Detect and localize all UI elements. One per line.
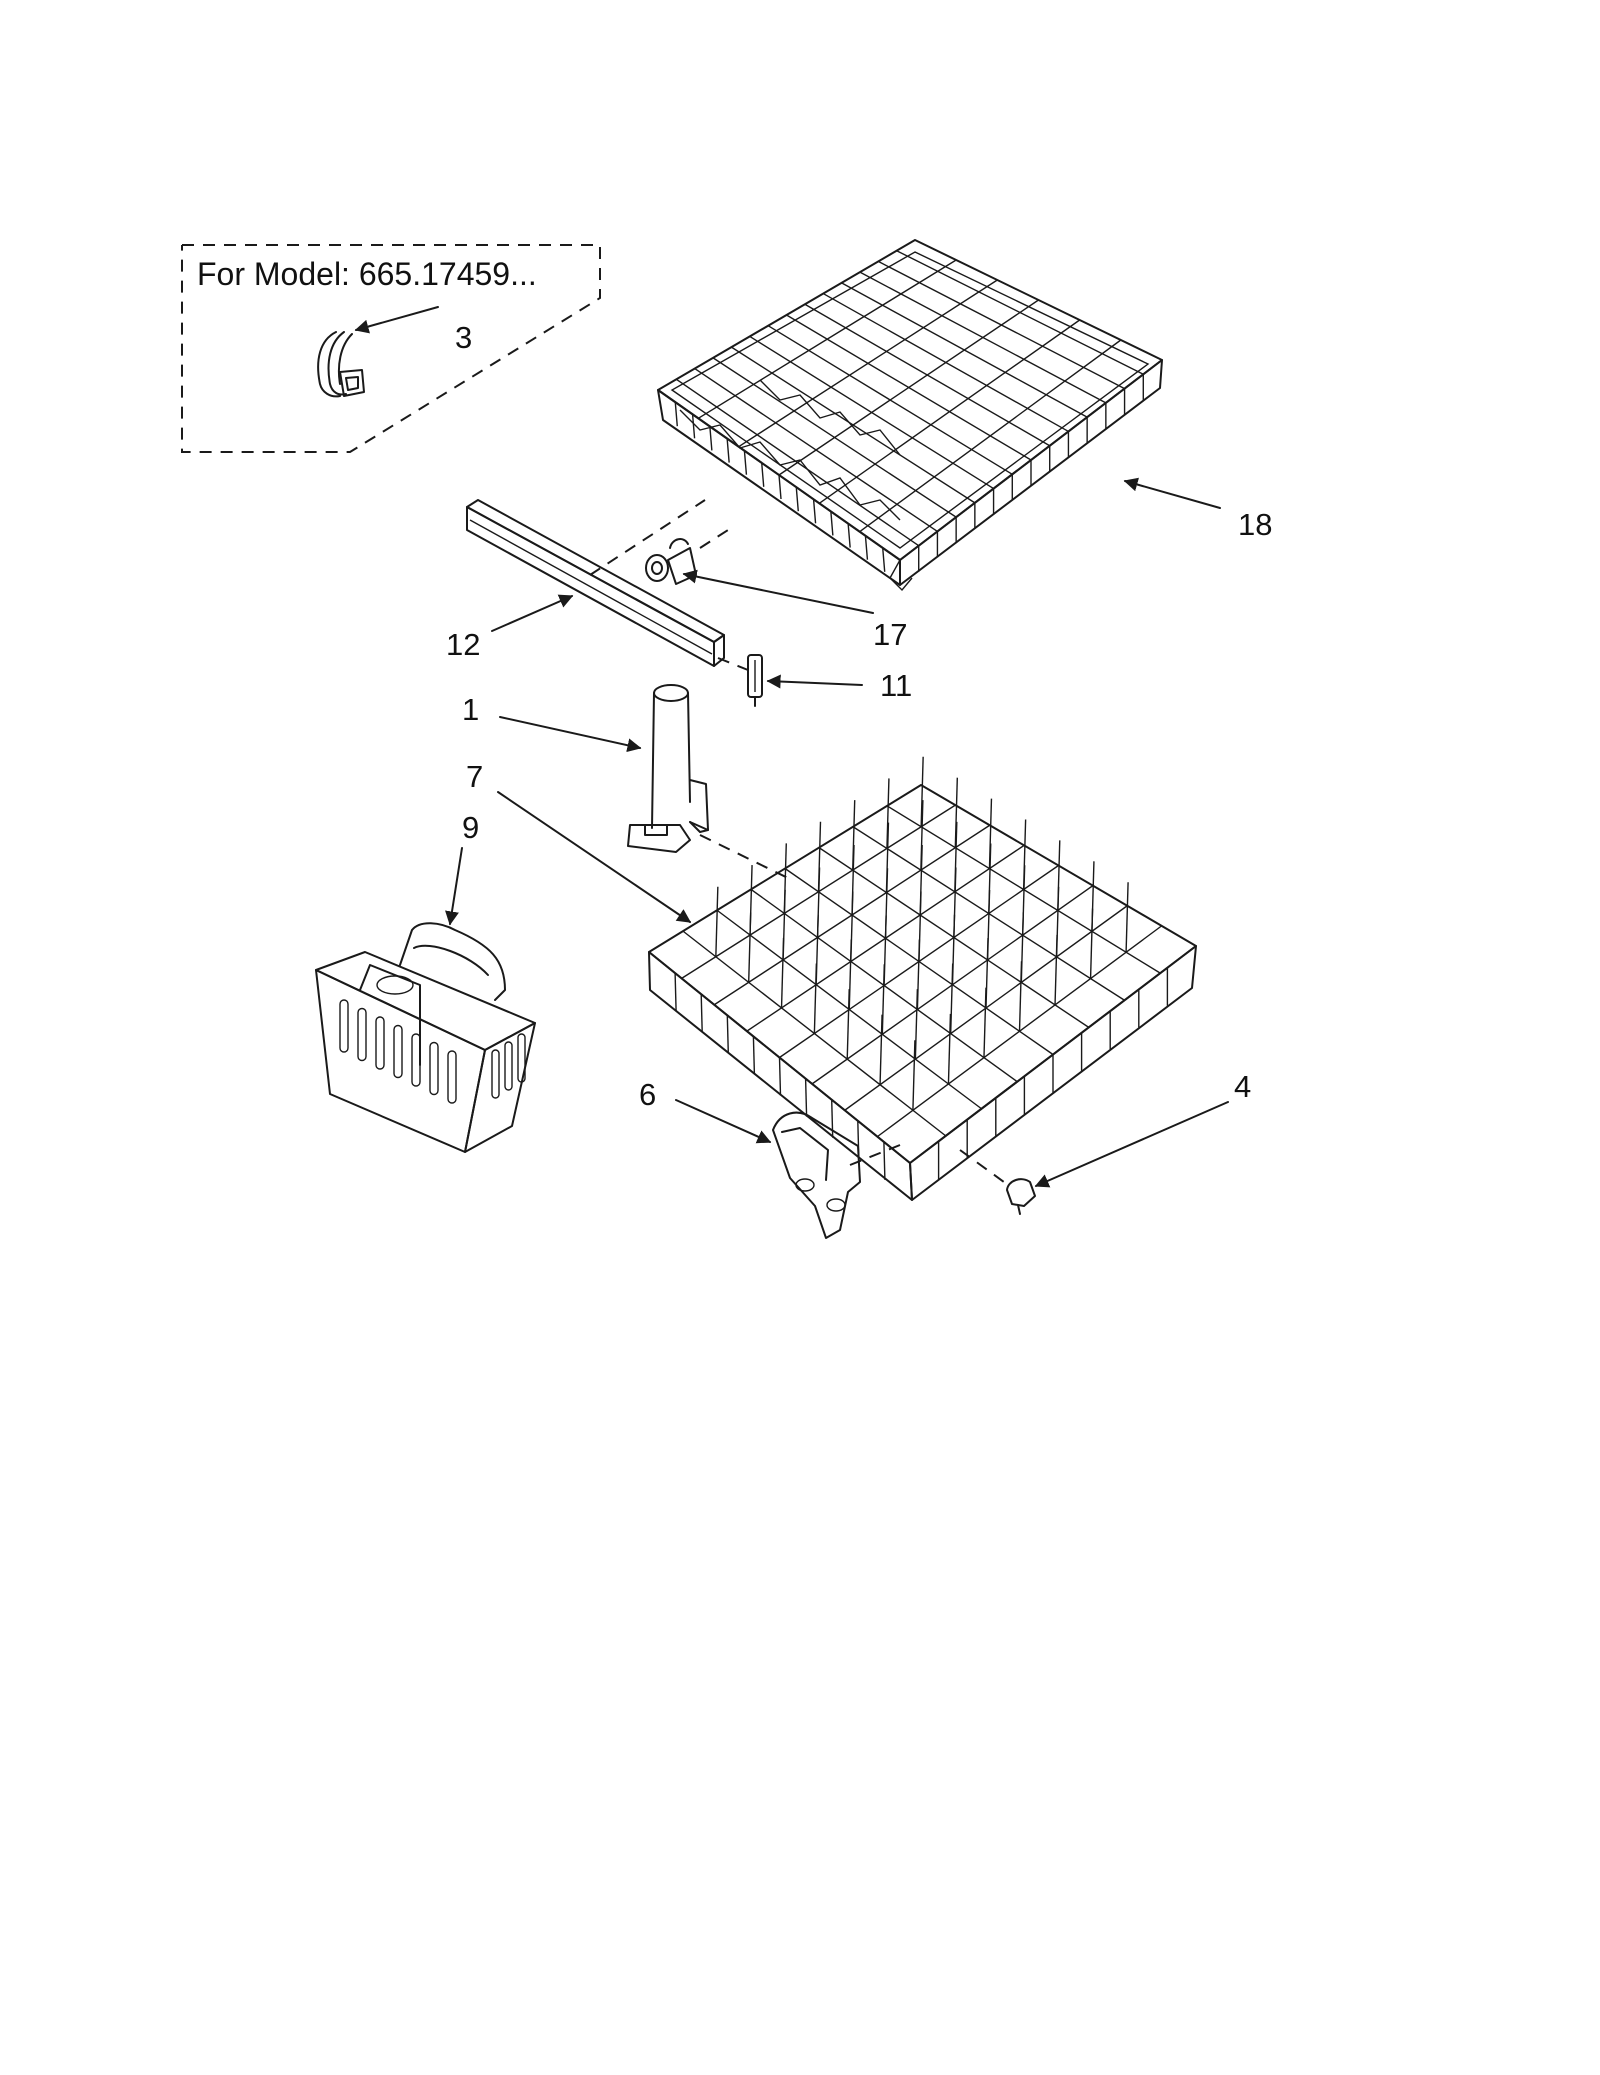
leader-7 xyxy=(497,791,692,923)
end-cap-part-11 xyxy=(747,654,763,707)
callout-4: 4 xyxy=(1234,1069,1251,1104)
bracket-dash xyxy=(849,1144,901,1166)
leader-6 xyxy=(675,1099,772,1144)
leader-18 xyxy=(1123,477,1221,509)
leader-9 xyxy=(445,847,463,926)
callout-7: 7 xyxy=(466,759,483,794)
rack-stop-part-4 xyxy=(1006,1178,1036,1215)
roller-dash xyxy=(699,529,729,549)
callout-12: 12 xyxy=(446,627,480,662)
model-note-box: For Model: 665.17459... xyxy=(181,244,601,453)
leader-3 xyxy=(354,306,439,334)
rack-roller-bracket-part-6 xyxy=(772,1111,861,1239)
basket-slots xyxy=(339,999,526,1104)
leader-12 xyxy=(491,594,574,632)
leader-1 xyxy=(499,716,642,753)
upper-rack-part-18 xyxy=(657,239,1163,592)
lower-rack-part-7 xyxy=(648,756,1197,1201)
model-note-text: For Model: 665.17459... xyxy=(197,256,537,292)
leader-4 xyxy=(1034,1101,1229,1188)
wire-clip-part-3 xyxy=(317,331,365,398)
rack-rail-part-12 xyxy=(466,499,725,667)
callout-9: 9 xyxy=(462,810,479,845)
lower-rack-wires xyxy=(674,756,1169,1180)
callout-3: 3 xyxy=(455,320,472,355)
rail-track-dash xyxy=(589,499,706,576)
leader-17 xyxy=(682,569,874,614)
stop-dash xyxy=(959,1149,1009,1186)
spray-tube-part-1 xyxy=(627,684,709,853)
silverware-basket-part-9 xyxy=(315,922,536,1153)
callout-17: 17 xyxy=(873,617,907,652)
callout-1: 1 xyxy=(462,692,479,727)
callout-18: 18 xyxy=(1238,507,1272,542)
callout-6: 6 xyxy=(639,1077,656,1112)
rack-roller-part-17 xyxy=(645,538,697,585)
upper-rack-wires xyxy=(674,250,1144,572)
leader-11 xyxy=(766,674,863,689)
rail-end-dash xyxy=(717,657,749,671)
callout-11: 11 xyxy=(880,668,912,703)
